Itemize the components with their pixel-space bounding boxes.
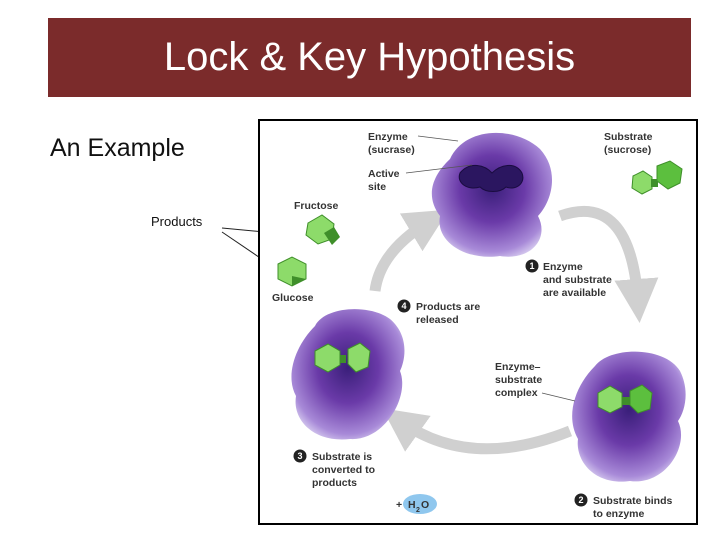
step-4-number: 4: [402, 301, 407, 311]
step-2: 2 Substrate binds to enzyme: [574, 493, 673, 520]
leader-complex: [541, 392, 576, 402]
glucose-molecule: [277, 256, 307, 287]
substrate-bound-in-complex: [597, 384, 653, 414]
water-h: H: [408, 499, 416, 511]
step-1-line-3: are available: [543, 287, 606, 299]
label-complex-2: substrate: [495, 374, 542, 386]
fructose-molecule: [305, 214, 340, 245]
water-molecule: + H 2 O: [396, 494, 437, 514]
label-enzyme-name: (sucrase): [368, 144, 415, 156]
slide-title: Lock & Key Hypothesis: [163, 35, 576, 79]
label-glucose: Glucose: [272, 292, 314, 304]
step-3-line-3: products: [312, 477, 357, 489]
step-2-line-1: Substrate binds: [593, 495, 673, 507]
label-enzyme: Enzyme: [368, 131, 408, 143]
step-1-line-1: Enzyme: [543, 261, 583, 273]
water-o: O: [421, 499, 429, 511]
water-sub: 2: [416, 507, 420, 514]
enzyme-cycle-diagram: + H 2 O Enzyme (sucrase) Active site Sub…: [258, 119, 698, 525]
step-3: 3 Substrate is converted to products: [293, 449, 375, 489]
cycle-arrow-left: [369, 209, 449, 292]
step-4-line-1: Products are: [416, 301, 480, 313]
label-fructose: Fructose: [294, 200, 339, 212]
products-in-active-site: [314, 342, 371, 373]
step-1: 1 Enzyme and substrate are available: [525, 259, 612, 299]
label-substrate: Substrate: [604, 131, 653, 143]
enzyme-substrate-complex: [572, 351, 686, 482]
label-complex-3: complex: [495, 387, 538, 399]
label-active-site-1: Active: [368, 168, 400, 180]
step-3-number: 3: [298, 451, 303, 461]
enzyme-sucrase-top: [431, 132, 553, 257]
label-active-site-2: site: [368, 181, 386, 193]
leader-active-site: [405, 164, 473, 174]
leader-enzyme: [417, 135, 459, 142]
step-1-line-2: and substrate: [543, 274, 612, 286]
active-site-pocket: [458, 165, 524, 192]
step-2-number: 2: [579, 495, 584, 505]
step-4-line-2: released: [416, 314, 459, 326]
step-2-line-2: to enzyme: [593, 508, 645, 520]
cycle-arrow-top-right: [558, 206, 659, 323]
step-3-line-2: converted to: [312, 464, 375, 476]
water-plus: +: [396, 499, 402, 511]
step-1-number: 1: [530, 261, 535, 271]
products-label: Products: [151, 214, 203, 229]
cycle-arrow-bottom: [382, 408, 573, 455]
label-substrate-name: (sucrose): [604, 144, 651, 156]
slide-subtitle: An Example: [50, 134, 185, 162]
title-bar: Lock & Key Hypothesis: [48, 18, 691, 97]
substrate-sucrose-molecule: [631, 160, 683, 195]
step-3-line-1: Substrate is: [312, 451, 372, 463]
enzyme-with-products: [291, 309, 405, 440]
step-4: 4 Products are released: [397, 299, 480, 326]
label-complex-1: Enzyme–: [495, 361, 541, 373]
